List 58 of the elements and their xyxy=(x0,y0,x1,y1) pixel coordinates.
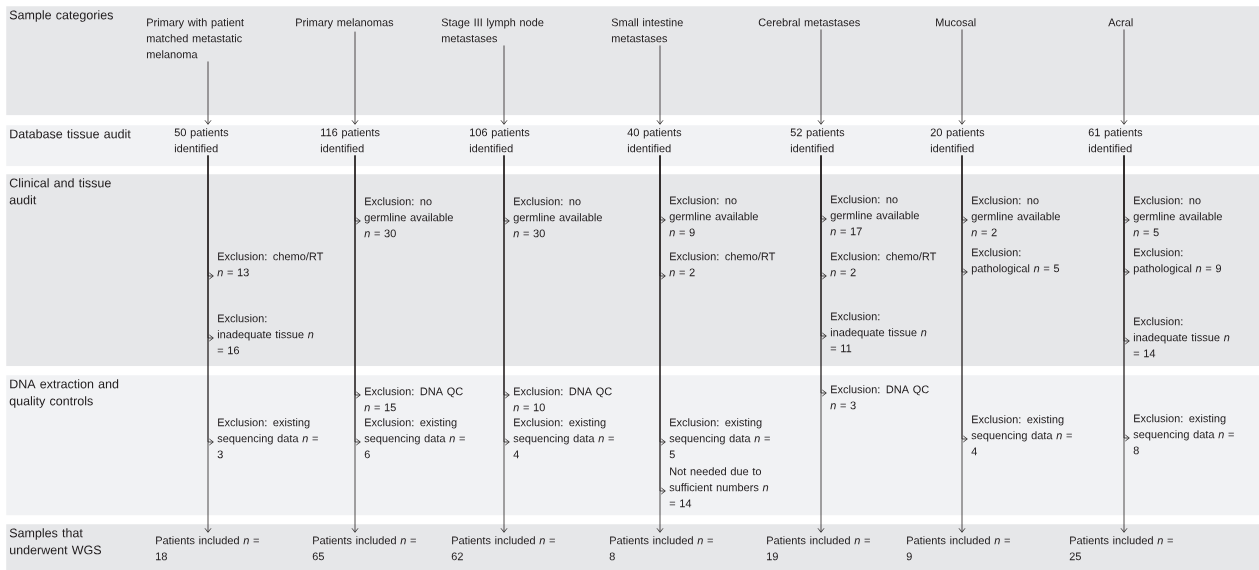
step-text: Patients included n = 9 xyxy=(906,536,1010,561)
step-text: 40 patients identified xyxy=(627,128,682,153)
step-text: Patients included n = 19 xyxy=(767,536,870,561)
step-text: Patients included n = 18 xyxy=(156,536,259,561)
step-text: Cerebral metastases xyxy=(758,18,860,27)
exclusion-text: Exclusion: chemo/RT n = 2 xyxy=(830,252,937,277)
exclusion-text: Exclusion: chemo/RT n = 2 xyxy=(669,252,776,277)
step-text: Patients included n = 25 xyxy=(1069,536,1173,561)
arrow xyxy=(1123,155,1130,442)
step-text: 106 patients identified xyxy=(469,128,530,153)
exclusion-text: Exclusion: no germline available n = 30 xyxy=(364,197,453,238)
arrow xyxy=(207,155,214,446)
exclusion-text: Exclusion: pathological n = 5 xyxy=(971,248,1060,275)
arrow xyxy=(503,155,510,446)
arrow xyxy=(961,155,968,443)
exclusion-text: Exclusion: existing sequencing data n = 3 xyxy=(217,418,318,459)
exclusion-text: Exclusion: existing sequencing data n = 4 xyxy=(971,415,1072,456)
exclusion-text: Not needed due to sufficient numbers n = 14 xyxy=(669,467,769,508)
step-text: Patients included n = 65 xyxy=(312,536,416,561)
arrow xyxy=(820,155,827,397)
exclusion-text: Exclusion: inadequate tissue n = 16 xyxy=(217,314,314,355)
exclusion-text: Exclusion: existing sequencing data n = 6 xyxy=(364,418,465,459)
arrow xyxy=(500,45,508,125)
step-text: Acral xyxy=(1108,18,1133,27)
exclusion-text: Exclusion: inadequate tissue n = 14 xyxy=(1133,317,1230,358)
arrow xyxy=(354,155,361,446)
exclusion-text: Exclusion: no germline available n = 5 xyxy=(1133,196,1222,237)
exclusion-text: Exclusion: no germline available n = 9 xyxy=(669,196,758,237)
step-text: 116 patients identified xyxy=(320,128,380,153)
step-text: 52 patients identified xyxy=(790,128,845,153)
step-text: Patients included n = 62 xyxy=(451,536,555,561)
exclusion-text: Exclusion: existing sequencing data n = 4 xyxy=(513,418,614,459)
exclusion-text: Exclusion: pathological n = 9 xyxy=(1133,248,1222,275)
exclusion-text: Exclusion: inadequate tissue n = 11 xyxy=(830,312,927,353)
step-text: 20 patients identified xyxy=(930,128,985,153)
arrow xyxy=(204,61,212,125)
step-text: Mucosal xyxy=(936,18,976,27)
exclusion-text: Exclusion: chemo/RT n = 13 xyxy=(217,252,324,277)
exclusion-text: Exclusion: DNA QC n = 10 xyxy=(513,387,612,412)
step-text: 61 patients identified xyxy=(1088,128,1143,153)
exclusion-text: Exclusion: no germline available n = 30 xyxy=(513,197,602,238)
step-text: Patients included n = 8 xyxy=(609,536,713,561)
arrow xyxy=(1120,29,1128,125)
step-text: Small intestine metastases xyxy=(611,18,683,43)
exclusion-text: Exclusion: existing sequencing data n = 8 xyxy=(1133,414,1234,455)
step-text: Stage III lymph node metastases xyxy=(441,18,544,43)
exclusion-text: Exclusion: no germline available n = 17 xyxy=(830,195,919,236)
exclusion-text: Exclusion: DNA QC n = 3 xyxy=(830,385,929,410)
arrow xyxy=(958,29,966,125)
exclusion-text: Exclusion: no germline available n = 2 xyxy=(971,196,1060,237)
arrow xyxy=(351,31,359,125)
arrow xyxy=(817,29,825,125)
arrow xyxy=(656,45,664,125)
exclusion-text: Exclusion: DNA QC n = 15 xyxy=(364,387,463,412)
exclusion-text: Exclusion: existing sequencing data n = 5 xyxy=(669,418,770,459)
step-text: Primary with patient matched metastatic melanoma xyxy=(146,18,244,59)
step-text: Primary melanomas xyxy=(296,18,394,29)
step-text: 50 patients identified xyxy=(174,128,229,153)
